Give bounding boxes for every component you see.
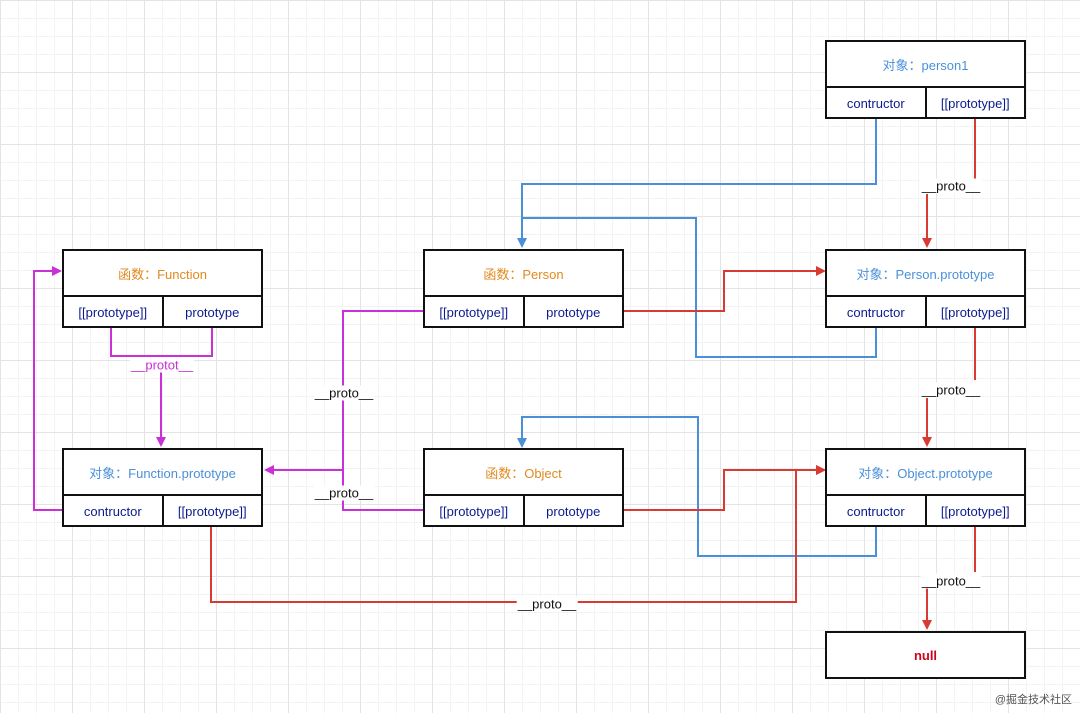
node-object-prototype: 对象：Object.prototype contructor [[prototy… <box>825 448 1026 527</box>
node-function-function: 函数：Function [[prototype]] prototype <box>62 249 263 328</box>
edge-label-protot: __protot__ <box>129 357 195 373</box>
edge-label-proto: __proto__ <box>313 485 375 501</box>
prototype-field: prototype <box>546 503 601 519</box>
node-title: 函数：Object <box>425 450 622 496</box>
person-prototype-constructor-to-person <box>522 217 877 358</box>
node-function-person: 函数：Person [[prototype]] prototype <box>423 249 624 328</box>
node-title: 对象：Object.prototype <box>827 450 1024 496</box>
proto-field: [[prototype]] <box>425 496 525 526</box>
function-prototype-constructor-to-function <box>33 266 63 511</box>
node-title: 对象：person1 <box>827 42 1024 88</box>
constructor-field: contructor <box>64 496 164 526</box>
prototype-field: [[prototype]] <box>940 304 1010 320</box>
object-prototype-constructor-to-object <box>517 416 877 557</box>
watermark-text: @掘金技术社区 <box>994 694 1072 706</box>
edge-label-proto: __proto__ <box>920 573 982 589</box>
prototype-field: [[prototype]] <box>940 95 1010 111</box>
person-prototype-link <box>623 266 826 312</box>
function-protot-bracket <box>110 328 213 357</box>
node-title: 函数：Function <box>64 251 261 297</box>
node-null: null <box>825 631 1026 679</box>
node-person-prototype: 对象：Person.prototype contructor [[prototy… <box>825 249 1026 328</box>
edge-label-proto: __proto__ <box>920 178 982 194</box>
constructor-field: contructor <box>827 88 927 118</box>
proto-field: [[prototype]] <box>425 297 525 327</box>
node-title: 函数：Person <box>425 251 622 297</box>
node-function-prototype: 对象：Function.prototype contructor [[proto… <box>62 448 263 527</box>
function-prototype-proto-to-object-prototype <box>210 465 826 603</box>
constructor-field: contructor <box>827 496 927 526</box>
node-function-object: 函数：Object [[prototype]] prototype <box>423 448 624 527</box>
edge-label-proto: __proto__ <box>920 382 982 398</box>
prototype-field: prototype <box>185 304 240 320</box>
node-person1: 对象：person1 contructor [[prototype]] <box>825 40 1026 119</box>
node-title: 对象：Person.prototype <box>827 251 1024 297</box>
proto-field: [[prototype]] <box>64 297 164 327</box>
object-prototype-link <box>623 465 826 511</box>
prototype-field: [[prototype]] <box>940 503 1010 519</box>
edge-label-proto: __proto__ <box>516 596 578 612</box>
edge-label-proto: __proto__ <box>313 385 375 401</box>
person1-constructor-to-person <box>517 118 877 248</box>
object-proto-to-function-prototype <box>342 470 424 511</box>
constructor-field: contructor <box>827 297 927 327</box>
prototype-field: prototype <box>546 304 601 320</box>
node-title: 对象：Function.prototype <box>64 450 261 496</box>
prototype-field: [[prototype]] <box>177 503 247 519</box>
